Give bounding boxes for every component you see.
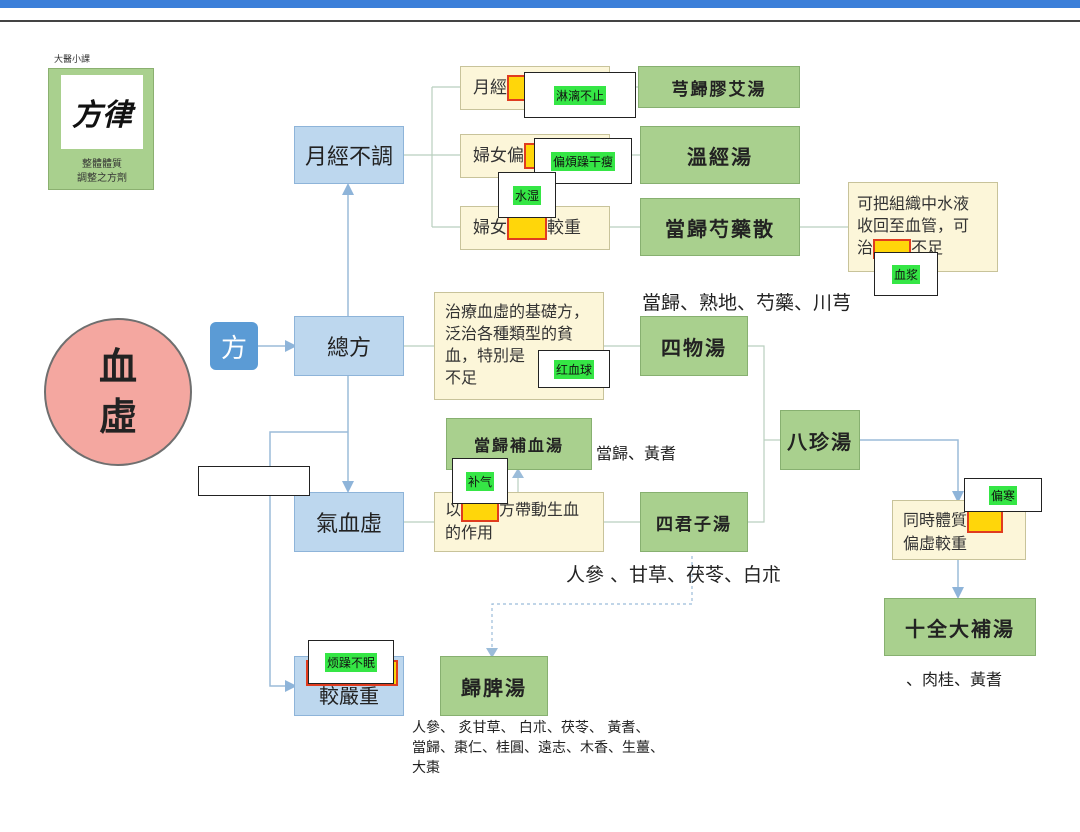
annotation-buqi-text: 补气 <box>465 471 494 491</box>
desc-si-wu-line-4: 不足 <box>445 368 478 387</box>
annotation-xuejiang-text: 血浆 <box>891 264 920 284</box>
annotation-hongxueqiu: 红血球 <box>538 350 610 388</box>
herbs-gui-pi-line-3: 大棗 <box>412 760 440 776</box>
logo-caption-1: 整體體質 <box>82 159 122 170</box>
desc-qi-line-1a: 以 <box>445 500 462 519</box>
desc-ba-zhen-line-1-text: 同時體質 <box>903 510 968 530</box>
formula-si-jun-zi: 四君子湯 <box>640 492 748 552</box>
formula-gui-pi: 歸脾湯 <box>440 656 548 716</box>
herbs-gui-pi-line-2: 當歸、棗仁、桂圓、遠志、木香、生薑、 <box>412 740 664 756</box>
cond-women-heavy: 婦女 較重 <box>460 206 610 250</box>
logo: 大醫小課 方律 整體體質 調整之方劑 <box>48 52 154 190</box>
desc-water-line-2: 收回至血管，可 <box>857 216 970 235</box>
empty-label-box <box>198 466 310 496</box>
annotation-shuishi: 水湿 <box>498 172 556 218</box>
node-qi-blood-deficiency: 氣血虛 <box>294 492 404 552</box>
annotation-fanzao: 烦躁不眠 <box>308 640 394 684</box>
annotation-pianhan: 偏寒 <box>964 478 1042 512</box>
blank-highlight-3 <box>507 216 547 240</box>
cond-menses-text: 月經 <box>473 78 507 98</box>
circle-char-1: 血 <box>98 344 137 389</box>
formula-xiong-gui-jiao-ai: 芎歸膠艾湯 <box>638 66 800 108</box>
logo-calligraphy: 方律 <box>72 98 132 133</box>
desc-si-wu-line-2: 泛治各種類型的貧 <box>445 324 574 343</box>
herbs-gui-pi: 人參、 炙甘草、 白朮、茯苓、 黃耆、 當歸、棗仁、桂圓、遠志、木香、生薑、 大… <box>412 718 664 778</box>
formula-wen-jing: 溫經湯 <box>640 126 800 184</box>
herbs-gui-pi-line-1: 人參、 炙甘草、 白朮、茯苓、 黃耆、 <box>412 720 650 736</box>
cond-women-suffix: 較重 <box>547 218 581 238</box>
logo-calligraphy-card: 方律 <box>61 75 143 149</box>
annotation-buqi: 补气 <box>452 458 508 504</box>
desc-si-wu-line-1: 治療血虛的基礎方， <box>445 302 590 321</box>
formula-si-wu: 四物湯 <box>640 316 748 376</box>
fang-badge: 方 <box>210 322 258 370</box>
herbs-si-wu: 當歸、熟地、芍藥、川芎 <box>642 292 852 314</box>
herbs-shi-quan: 、肉桂、黃耆 <box>906 670 1003 689</box>
desc-ba-zhen-line-2: 偏虛較重 <box>903 534 968 553</box>
top-accent-bar <box>0 0 1080 8</box>
circle-char-2: 虛 <box>98 394 137 439</box>
slide-frame <box>0 20 1080 832</box>
desc-qi-line-1b: 方帶動生血 <box>499 500 580 519</box>
formula-shi-quan-da-bu: 十全大補湯 <box>884 598 1036 656</box>
node-severe-label: 較嚴重 <box>319 684 379 708</box>
annotation-pianhan-text: 偏寒 <box>988 485 1017 505</box>
annotation-xuejiang: 血浆 <box>874 252 938 296</box>
logo-caption-top: 大醫小課 <box>54 55 91 65</box>
desc-si-wu-line-3: 血，特別是 <box>445 346 526 365</box>
desc-ba-zhen-line-1: 同時體質 <box>903 509 1015 533</box>
desc-water-line-1: 可把組織中水液 <box>857 194 970 213</box>
annotation-hongxueqiu-text: 红血球 <box>553 359 594 379</box>
node-general-formula: 總方 <box>294 316 404 376</box>
annotation-pianfan: 偏煩躁干瘦 <box>534 138 632 184</box>
formula-ba-zhen: 八珍湯 <box>780 410 860 470</box>
herbs-bu-xue: 當歸、黃耆 <box>596 444 677 463</box>
annotation-pianfan-text: 偏煩躁干瘦 <box>550 151 615 171</box>
cond-women-bias-text: 婦女偏 <box>473 146 524 166</box>
blood-deficiency-circle: 血 虛 <box>44 318 192 466</box>
desc-qi-line-2: 的作用 <box>445 522 494 542</box>
blank-highlight-6 <box>967 509 1004 533</box>
node-irregular-menses: 月經不調 <box>294 126 404 184</box>
logo-caption-2: 調整之方劑 <box>77 173 127 184</box>
annotation-linli: 淋漓不止 <box>524 72 636 118</box>
desc-water-line-3a: 治 <box>857 238 874 257</box>
formula-dang-gui-shao-yao: 當歸芍藥散 <box>640 198 800 256</box>
annotation-fanzao-text: 烦躁不眠 <box>324 652 377 672</box>
logo-panel: 方律 整體體質 調整之方劑 <box>48 68 154 190</box>
cond-women-prefix: 婦女 <box>473 218 507 238</box>
annotation-shuishi-text: 水湿 <box>512 185 541 205</box>
herbs-si-jun-zi: 人參 、甘草、茯苓、白朮 <box>566 564 782 586</box>
annotation-linli-text: 淋漓不止 <box>553 85 606 105</box>
